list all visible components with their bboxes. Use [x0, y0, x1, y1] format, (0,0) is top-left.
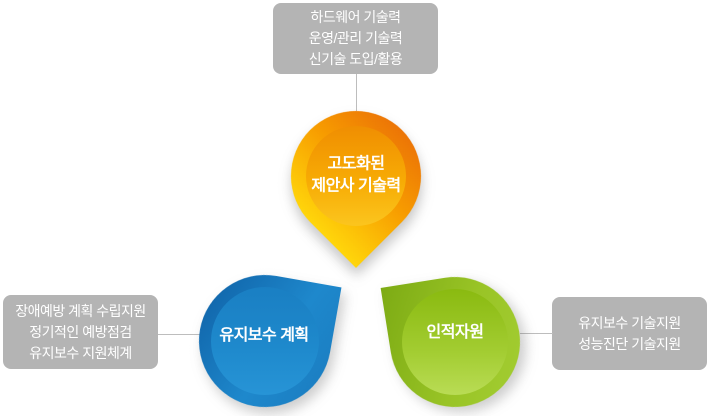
top-label-line-3: 신기술 도입/활용 — [308, 51, 403, 67]
pin-maintenance-plan — [188, 264, 342, 416]
left-label-box: 장애예방 계획 수립지원 정기적인 예방점검 유지보수 지원체계 — [3, 295, 158, 369]
right-label-line-2: 성능진단 기술지원 — [578, 335, 681, 352]
left-label-line-1: 장애예방 계획 수립지원 — [15, 302, 146, 319]
pin-advanced-technology — [264, 84, 448, 268]
pin-blue-inner-circle — [211, 287, 319, 395]
pin-human-resources — [380, 267, 530, 416]
connector-right-horizontal — [520, 333, 553, 334]
pin-orange-label-line-2: 제안사 기술력 — [311, 177, 401, 194]
pin-human-resources-label: 인적자원 — [426, 324, 484, 342]
left-label-line-3: 유지보수 지원체계 — [29, 344, 132, 361]
left-label-line-2: 정기적인 예방점검 — [29, 323, 132, 340]
top-label-line-1: 하드웨어 기술력 — [310, 9, 401, 25]
pin-green-inner-circle — [402, 289, 508, 395]
connector-top-vertical — [356, 74, 357, 111]
pin-orange-label-line-1: 고도화된 — [327, 155, 385, 173]
right-label-box: 유지보수 기술지원 성능진단 기술지원 — [552, 297, 707, 370]
pin-maintenance-plan-label: 유지보수 계획 — [219, 327, 309, 345]
top-label-box: 하드웨어 기술력 운영/관리 기술력 신기술 도입/활용 — [273, 3, 438, 74]
connector-left-horizontal — [158, 334, 200, 335]
pin-orange-inner-circle — [306, 126, 406, 226]
right-label-line-1: 유지보수 기술지원 — [578, 314, 681, 331]
pin-advanced-technology-label: 고도화된 제안사 기술력 — [311, 153, 401, 196]
top-label-line-2: 운영/관리 기술력 — [308, 30, 403, 46]
